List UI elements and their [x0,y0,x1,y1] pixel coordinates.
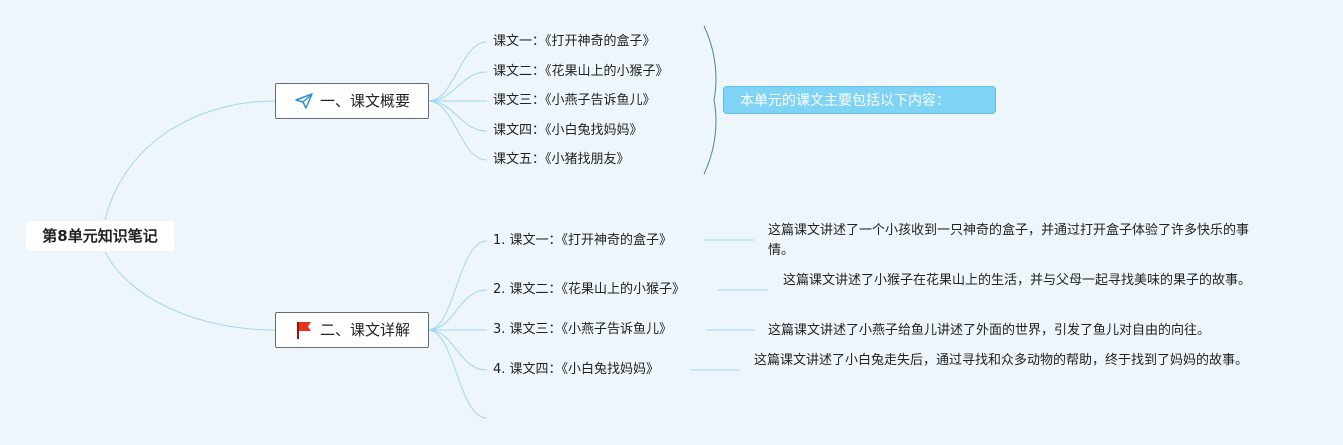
root-node[interactable]: 第8单元知识笔记 [26,221,174,251]
branch1-link-1 [427,41,488,102]
root-to-branch1-line [104,100,276,221]
branch-label: 一、课文概要 [319,92,410,110]
detail-item-1[interactable]: 1. 课文一：《打开神奇的盒子》 [493,233,673,248]
detail-note-3[interactable]: 这篇课文讲述了小燕子给鱼儿讲述了外面的世界，引发了鱼儿对自由的向往。 [768,323,1211,338]
summary-item-2[interactable]: 课文二：《花果山上的小猴子》 [493,64,669,79]
red-flag-icon [296,322,311,339]
branch-course-details[interactable]: 二、课文详解 [275,312,429,348]
branch2-link-4 [427,329,488,371]
summary-callout[interactable]: 本单元的课文主要包括以下内容： [723,86,996,114]
detail-note-4[interactable]: 这篇课文讲述了小白兔走失后，通过寻找和众多动物的帮助，终于找到了妈妈的故事。 [754,353,1249,368]
branch2-link-2 [427,289,488,331]
detail-item-4[interactable]: 4. 课文四：《小白兔找妈妈》 [493,362,660,377]
branch1-link-2 [427,71,488,102]
detail-note-1[interactable]: 这篇课文讲述了一个小孩收到一只神奇的盒子，并通过打开盒子体验了许多快乐的事情。 [768,223,1250,258]
branch-course-summary[interactable]: 一、课文概要 [275,83,429,119]
summary-bracket [703,25,717,175]
branch2-link-1 [427,240,488,331]
branch1-link-5 [427,100,488,161]
summary-item-3[interactable]: 课文三：《小燕子告诉鱼儿》 [493,93,656,108]
branch-label: 二、课文详解 [319,321,410,339]
detail-note-2[interactable]: 这篇课文讲述了小猴子在花果山上的生活，并与父母一起寻找美味的果子的故事。 [783,273,1252,288]
summary-item-4[interactable]: 课文四：《小白兔找妈妈》 [493,123,643,138]
detail-item-2[interactable]: 2. 课文二：《花果山上的小猴子》 [493,282,686,297]
root-to-branch2-line [104,251,276,331]
summary-item-1[interactable]: 课文一：《打开神奇的盒子》 [493,34,656,49]
summary-item-5[interactable]: 课文五：《小猪找朋友》 [493,152,630,167]
paper-plane-icon [295,93,313,109]
detail-item-3[interactable]: 3. 课文三：《小燕子告诉鱼儿》 [493,322,673,337]
branch2-link-5 [427,329,488,419]
branch1-link-4 [427,100,488,132]
